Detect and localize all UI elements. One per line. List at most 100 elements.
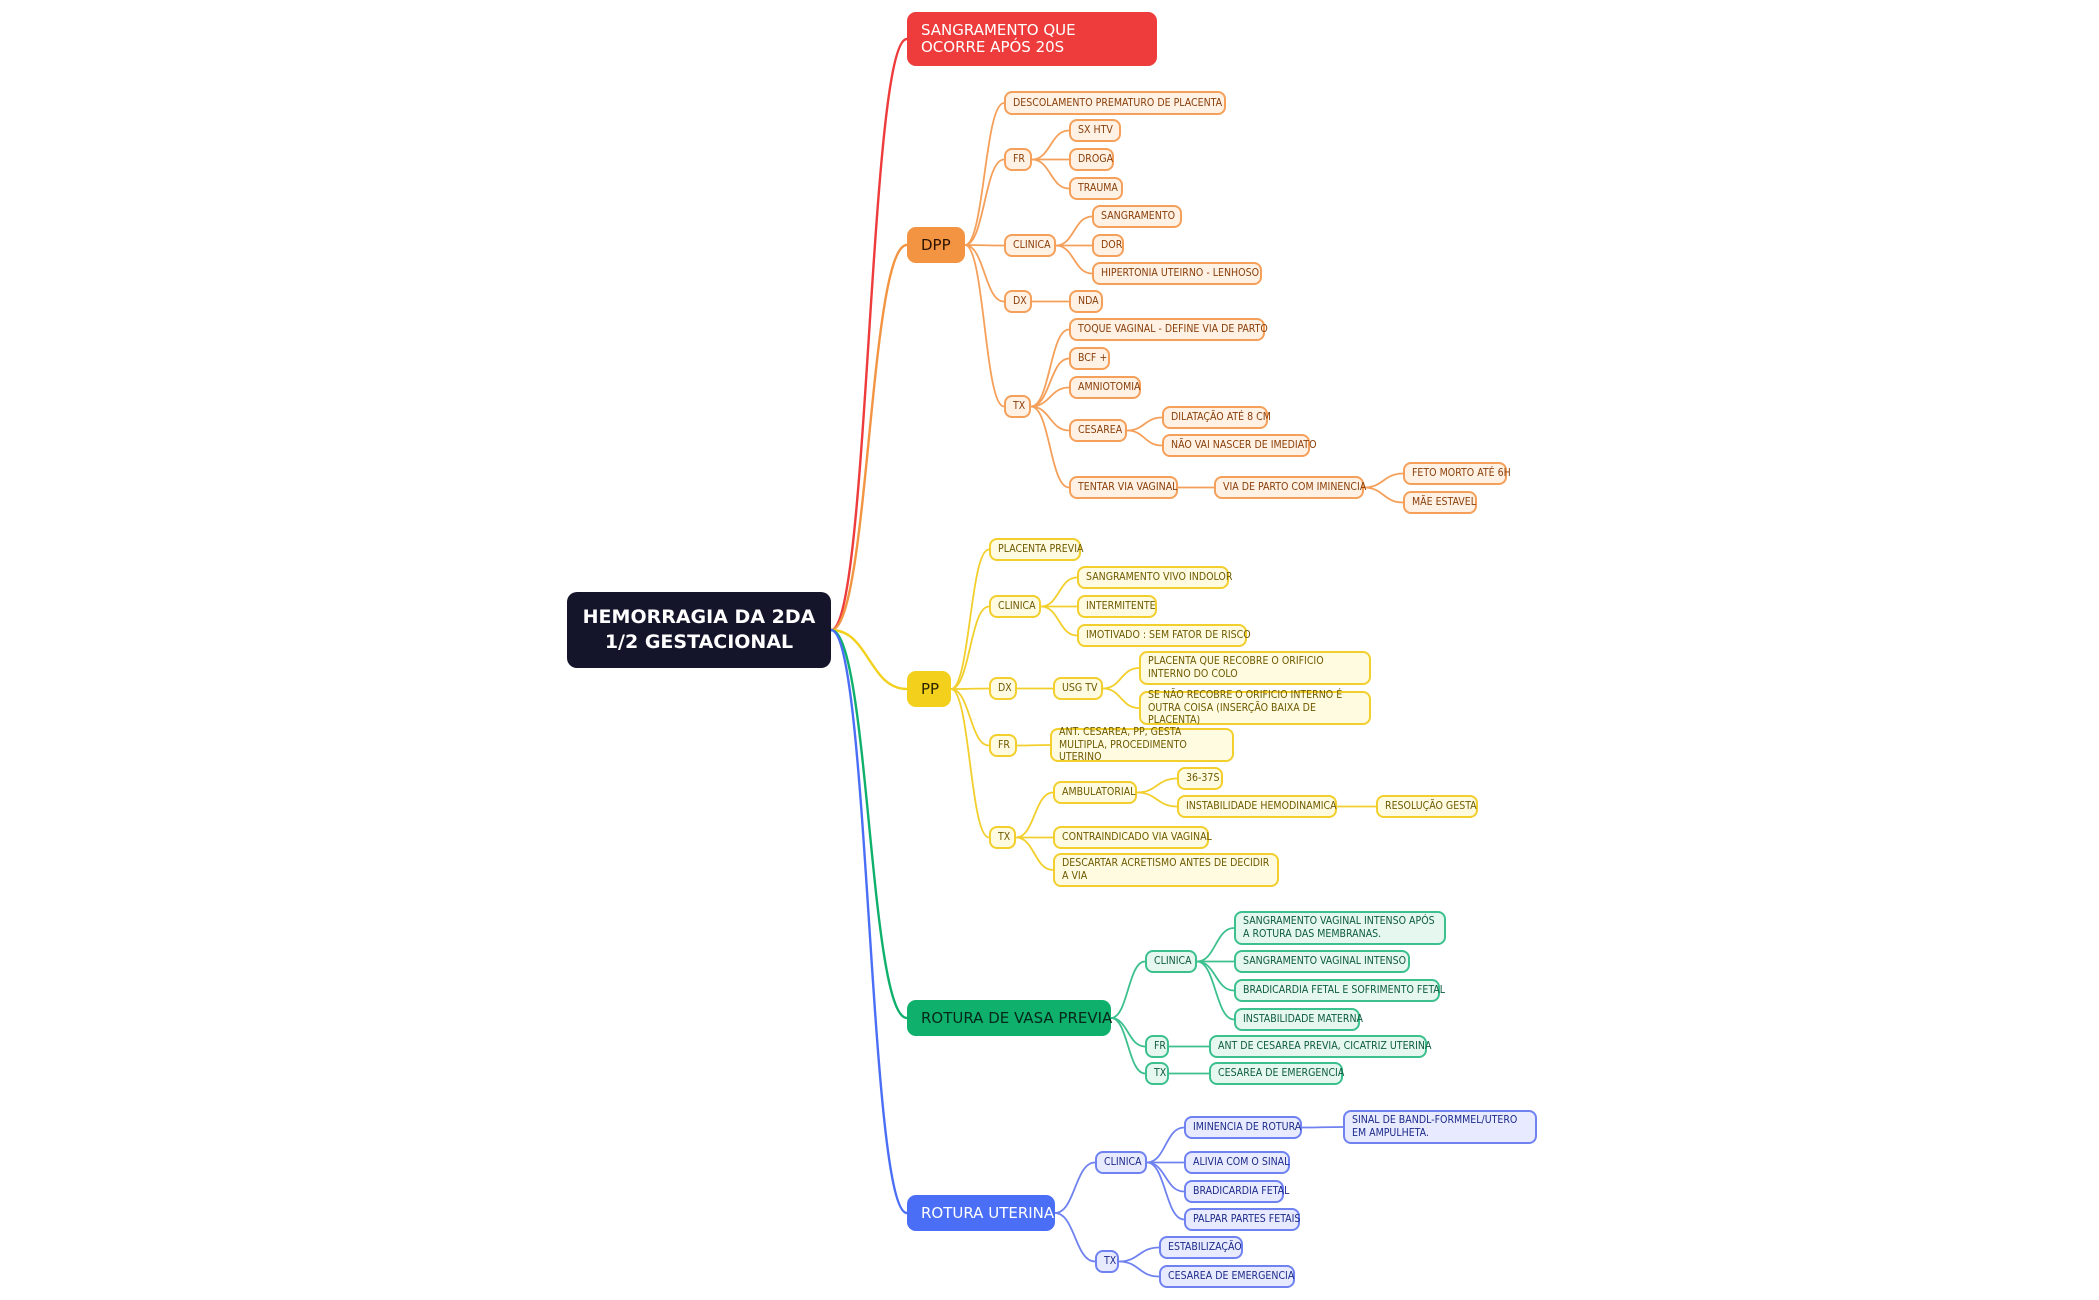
connector-blue bbox=[1146, 1161, 1185, 1221]
vasa-clinica-item[interactable]: INSTABILIDADE MATERNA bbox=[1234, 1008, 1363, 1031]
connector-green bbox=[1110, 960, 1146, 1019]
connector-yellow bbox=[950, 687, 990, 690]
pp-fr[interactable]: FR bbox=[989, 734, 1017, 757]
connector-orange bbox=[1031, 129, 1070, 161]
pp-dx-item[interactable]: PLACENTA QUE RECOBRE O ORIFICIO INTERNO … bbox=[1139, 651, 1371, 685]
dpp-dx-item[interactable]: NDA bbox=[1069, 290, 1103, 313]
connector-yellow bbox=[950, 688, 990, 839]
uterina-tx-item[interactable]: ESTABILIZAÇÃO bbox=[1159, 1236, 1243, 1259]
uterina-clinica-item[interactable]: PALPAR PARTES FETAIS bbox=[1184, 1208, 1300, 1231]
topic-dpp[interactable]: DPP bbox=[907, 227, 965, 263]
dpp-fr-item[interactable]: DROGA bbox=[1069, 148, 1114, 171]
pp-tx-descartar-acretismo[interactable]: DESCARTAR ACRETISMO ANTES DE DECIDIR A V… bbox=[1053, 853, 1279, 887]
connector-orange bbox=[1055, 244, 1093, 275]
dpp-fr-item[interactable]: SX HTV bbox=[1069, 119, 1121, 142]
dpp-clinica-item[interactable]: SANGRAMENTO bbox=[1092, 205, 1182, 228]
pp-dx[interactable]: DX bbox=[989, 677, 1017, 700]
dpp-dx[interactable]: DX bbox=[1004, 290, 1032, 313]
uterina-clinica-item[interactable]: BRADICARDIA FETAL bbox=[1184, 1180, 1289, 1203]
pp-tx-36-37s[interactable]: 36-37S bbox=[1177, 767, 1223, 790]
topic-pp[interactable]: PP bbox=[907, 671, 951, 707]
connector-root bbox=[829, 628, 909, 1215]
pp-clinica-item[interactable]: IMOTIVADO : SEM FATOR DE RISCO bbox=[1077, 624, 1251, 647]
dpp-fr-item[interactable]: TRAUMA bbox=[1069, 177, 1123, 200]
connector-orange bbox=[1031, 158, 1070, 190]
connector-blue bbox=[1301, 1126, 1344, 1129]
connector-blue bbox=[1146, 1126, 1185, 1164]
connector-orange bbox=[964, 244, 1005, 408]
connector-yellow bbox=[950, 548, 990, 690]
connector-orange bbox=[964, 102, 1005, 246]
pp-dx-usg[interactable]: USG TV bbox=[1053, 677, 1103, 700]
pp-clinica-item[interactable]: SANGRAMENTO VIVO INDOLOR bbox=[1077, 566, 1232, 589]
dpp-clinica[interactable]: CLINICA bbox=[1004, 234, 1056, 257]
pp-tx-resolucao-gesta[interactable]: RESOLUÇÃO GESTA bbox=[1376, 795, 1478, 818]
connector-blue bbox=[1054, 1161, 1096, 1214]
pp-tx-ambulatorial[interactable]: AMBULATORIAL bbox=[1053, 781, 1137, 804]
connector-yellow bbox=[1015, 791, 1054, 839]
uterina-sinal-bandl[interactable]: SINAL DE BANDL-FORMMEL/UTERO EM AMPULHET… bbox=[1343, 1110, 1537, 1144]
vasa-clinica[interactable]: CLINICA bbox=[1145, 950, 1197, 973]
vasa-clinica-item[interactable]: SANGRAMENTO VAGINAL INTENSO APÓS A ROTUR… bbox=[1234, 911, 1446, 945]
pp-clinica[interactable]: CLINICA bbox=[989, 595, 1041, 618]
connector-yellow bbox=[1102, 667, 1140, 690]
dpp-tx[interactable]: TX bbox=[1004, 395, 1031, 418]
root-topic[interactable]: HEMORRAGIA DA 2DA 1/2 GESTACIONAL bbox=[567, 592, 831, 668]
connector-orange bbox=[964, 158, 1005, 246]
connector-orange bbox=[1030, 405, 1070, 489]
connector-yellow bbox=[1136, 791, 1178, 808]
connector-blue bbox=[1118, 1260, 1160, 1278]
pp-dx-item[interactable]: SE NÃO RECOBRE O ORIFICIO INTERNO É OUTR… bbox=[1139, 689, 1371, 726]
pp-tx[interactable]: TX bbox=[989, 826, 1016, 849]
vasa-fr[interactable]: FR bbox=[1145, 1035, 1169, 1058]
pp-clinica-item[interactable]: INTERMITENTE bbox=[1077, 595, 1157, 618]
dpp-tx-tentar-via-vaginal[interactable]: TENTAR VIA VAGINAL bbox=[1069, 476, 1178, 499]
connector-orange bbox=[1126, 429, 1163, 447]
connector-green bbox=[1110, 1017, 1146, 1075]
connector-green bbox=[1196, 927, 1235, 963]
connector-yellow bbox=[1016, 744, 1051, 747]
dpp-descolamento[interactable]: DESCOLAMENTO PREMATURO DE PLACENTA bbox=[1004, 91, 1226, 115]
connector-blue bbox=[1146, 1161, 1185, 1193]
uterina-tx[interactable]: TX bbox=[1095, 1250, 1119, 1273]
dpp-tx-toque-vaginal[interactable]: TOQUE VAGINAL - DEFINE VIA DE PARTO bbox=[1069, 318, 1268, 341]
dpp-tx-cesarea[interactable]: CESAREA bbox=[1069, 419, 1127, 442]
connector-blue bbox=[1118, 1246, 1160, 1263]
pp-tx-instabilidade[interactable]: INSTABILIDADE HEMODINAMICA bbox=[1177, 795, 1337, 818]
vasa-fr-item[interactable]: ANT DE CESAREA PREVIA, CICATRIZ UTERINA bbox=[1209, 1035, 1431, 1058]
dpp-tx-cesarea-item[interactable]: DILATAÇÃO ATÉ 8 CM bbox=[1162, 406, 1271, 429]
dpp-clinica-item[interactable]: HIPERTONIA UTEIRNO - LENHOSO bbox=[1092, 262, 1262, 285]
uterina-clinica[interactable]: CLINICA bbox=[1095, 1151, 1147, 1174]
dpp-tx-via-item[interactable]: FETO MORTO ATÉ 6H bbox=[1403, 462, 1511, 485]
pp-placenta-previa[interactable]: PLACENTA PREVIA bbox=[989, 538, 1083, 561]
uterina-iminencia-rotura[interactable]: IMINENCIA DE ROTURA bbox=[1184, 1116, 1302, 1139]
topic-rotura-vasa-previa[interactable]: ROTURA DE VASA PREVIA bbox=[907, 1000, 1112, 1036]
connector-orange bbox=[1126, 416, 1163, 432]
topic-sangramento-apos-20s[interactable]: SANGRAMENTO QUE OCORRE APÓS 20S bbox=[907, 12, 1157, 66]
uterina-clinica-item[interactable]: ALIVIA COM O SINAL bbox=[1184, 1151, 1290, 1174]
vasa-clinica-item[interactable]: BRADICARDIA FETAL E SOFRIMENTO FETAL bbox=[1234, 979, 1445, 1002]
connector-yellow bbox=[1015, 836, 1054, 871]
dpp-tx-cesarea-item[interactable]: NÃO VAI NASCER DE IMEDIATO bbox=[1162, 434, 1317, 457]
connector-root bbox=[829, 243, 909, 632]
dpp-tx-via-de-parto[interactable]: VIA DE PARTO COM IMINENCIA bbox=[1214, 476, 1366, 499]
connector-yellow bbox=[1136, 777, 1178, 794]
pp-fr-item[interactable]: ANT. CESAREA, PP, GESTA MULTIPLA, PROCED… bbox=[1050, 726, 1234, 763]
dpp-tx-bcf[interactable]: BCF + bbox=[1069, 347, 1110, 370]
connector-root bbox=[829, 37, 909, 632]
dpp-tx-amniotomia[interactable]: AMNIOTOMIA bbox=[1069, 376, 1141, 399]
dpp-tx-via-item[interactable]: MÃE ESTAVEL bbox=[1403, 491, 1477, 514]
topic-rotura-uterina[interactable]: ROTURA UTERINA bbox=[907, 1195, 1055, 1231]
connector-blue bbox=[1054, 1212, 1096, 1263]
connector-yellow bbox=[950, 605, 990, 690]
vasa-clinica-item[interactable]: SANGRAMENTO VAGINAL INTENSO bbox=[1234, 950, 1410, 973]
pp-tx-contraindicado[interactable]: CONTRAINDICADO VIA VAGINAL bbox=[1053, 826, 1212, 849]
uterina-tx-item[interactable]: CESAREA DE EMERGENCIA bbox=[1159, 1265, 1295, 1288]
vasa-tx[interactable]: TX bbox=[1145, 1062, 1169, 1085]
vasa-tx-item[interactable]: CESAREA DE EMERGENCIA bbox=[1209, 1062, 1344, 1085]
dpp-clinica-item[interactable]: DOR bbox=[1092, 234, 1124, 257]
connector-orange bbox=[1363, 472, 1404, 489]
connector-root bbox=[829, 628, 909, 691]
dpp-fr[interactable]: FR bbox=[1004, 148, 1032, 171]
connector-yellow bbox=[950, 688, 990, 747]
